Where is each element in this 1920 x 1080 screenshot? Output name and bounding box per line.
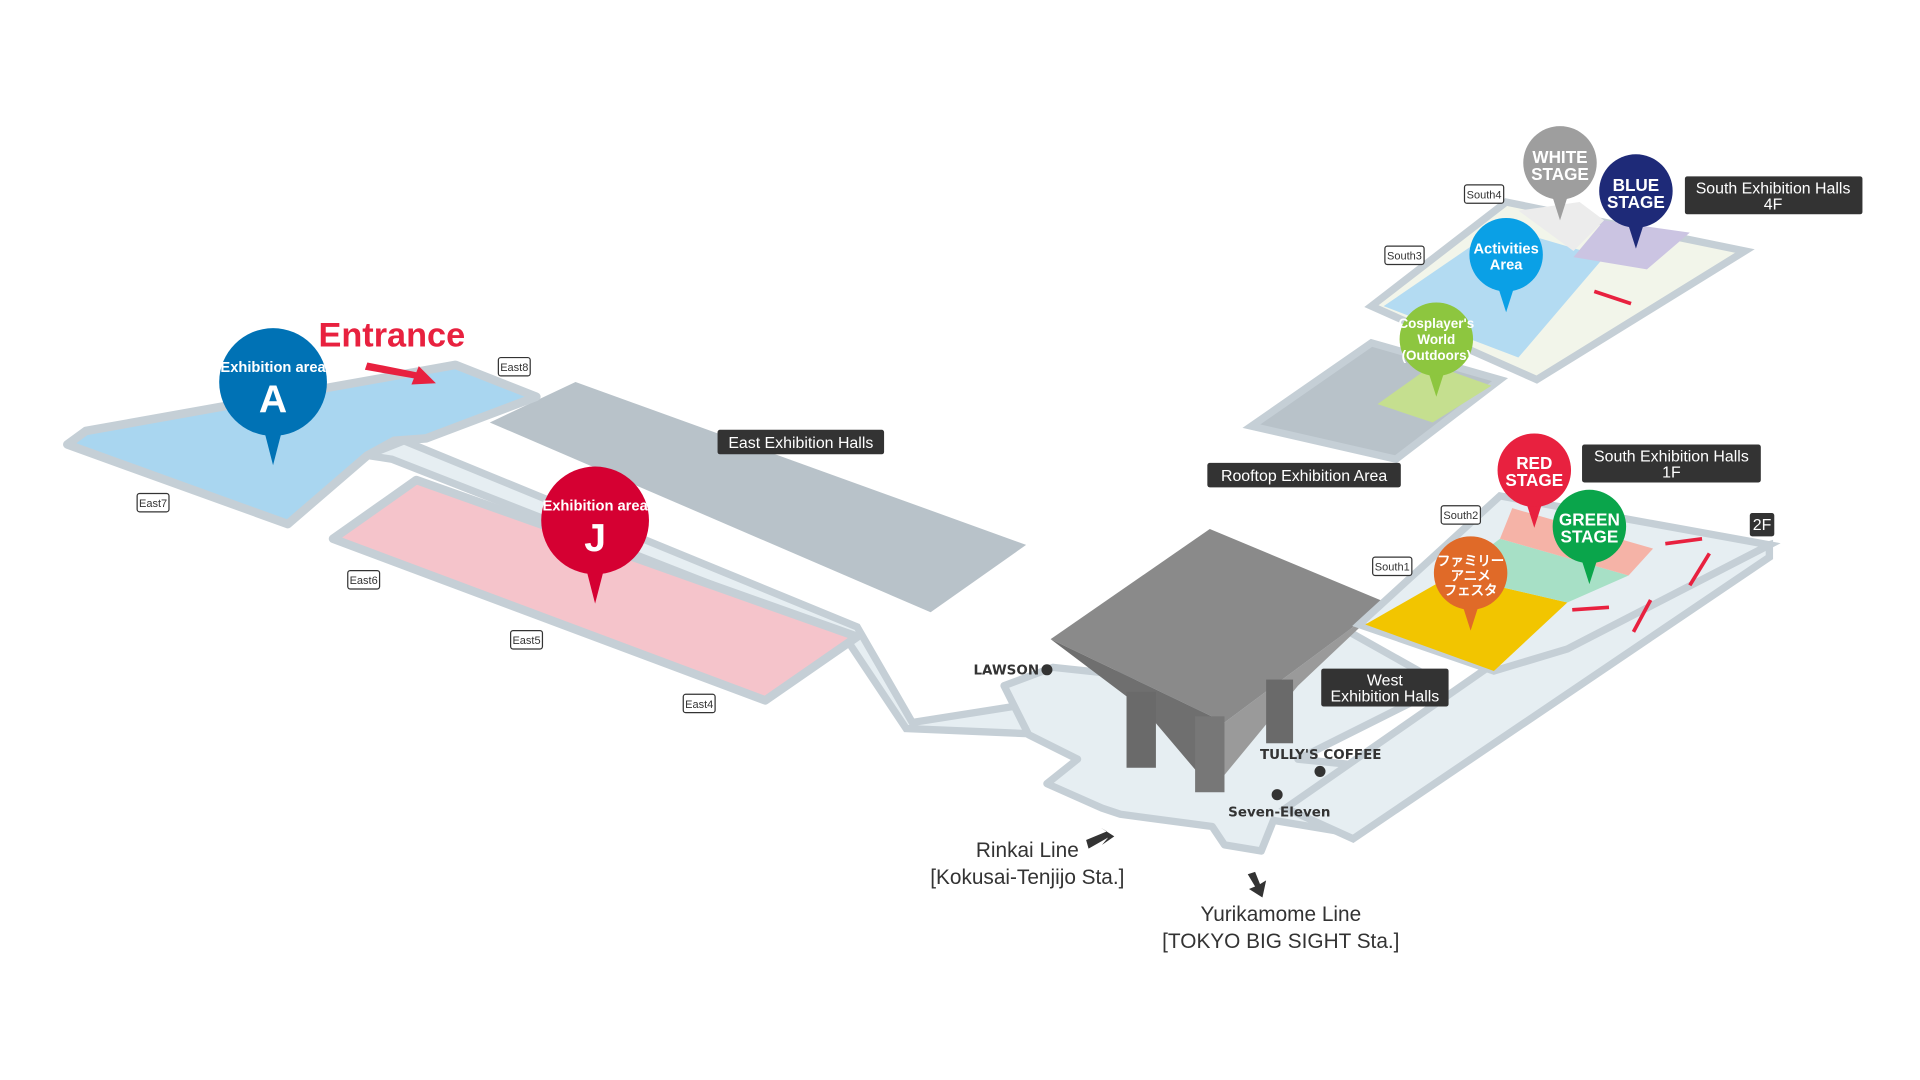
pin-letter: J	[584, 517, 606, 560]
pin-label: GREEN	[1559, 509, 1620, 529]
pin-label: (Outdoors)	[1402, 348, 1472, 363]
pin-label: STAGE	[1505, 470, 1563, 490]
pin-cosplayers-world[interactable]: Cosplayer's World (Outdoors)	[1398, 302, 1474, 397]
tag-south3: South3	[1387, 251, 1422, 263]
pin-label: WHITE	[1532, 147, 1587, 167]
pin-red-stage[interactable]: RED STAGE	[1497, 433, 1572, 528]
hall-label: East Exhibition Halls	[728, 435, 873, 452]
poi-tullys[interactable]: TULLY'S COFFEE	[1260, 748, 1381, 777]
poi-lawson[interactable]: LAWSON	[973, 664, 1053, 679]
poi-dot-icon	[1271, 789, 1283, 801]
pin-label: STAGE	[1607, 192, 1665, 212]
hall-tags	[136, 184, 1505, 714]
direction-arrows	[1572, 289, 1711, 633]
hall-label: South Exhibition Halls	[1594, 449, 1749, 466]
pin-label: STAGE	[1561, 526, 1619, 546]
station-name: Rinkai Line	[976, 839, 1079, 862]
pin-label: Activities	[1473, 241, 1538, 257]
poi-label: LAWSON	[973, 664, 1039, 679]
label-2f: 2F	[1749, 513, 1775, 537]
pin-label: World	[1417, 332, 1455, 347]
entrance-label: Entrance	[319, 317, 466, 355]
tag-south4: South4	[1467, 189, 1502, 201]
hall-label: 4F	[1764, 196, 1783, 213]
poi-dot-icon	[1314, 765, 1326, 777]
hall-label: West	[1367, 673, 1404, 690]
tag-east6: East6	[350, 575, 378, 587]
pillar	[1195, 716, 1225, 793]
label-east-halls[interactable]: East Exhibition Halls	[717, 429, 885, 455]
hall-label: South Exhibition Halls	[1696, 180, 1851, 197]
pin-green-stage[interactable]: GREEN STAGE	[1552, 489, 1627, 585]
station-name: [TOKYO BIG SIGHT Sta.]	[1162, 930, 1399, 953]
label-rooftop[interactable]: Rooftop Exhibition Area	[1207, 462, 1401, 488]
tag-east8: East8	[500, 362, 528, 374]
station-name: [Kokusai-Tenjijo Sta.]	[930, 866, 1124, 889]
big-sight-left	[1050, 639, 1225, 790]
hall-label: 1F	[1662, 465, 1681, 482]
area-cosplay[interactable]	[1377, 364, 1492, 423]
pin-label: Exhibition area	[220, 360, 326, 376]
pillar	[1126, 691, 1156, 768]
pin-blue-stage[interactable]: BLUE STAGE	[1599, 154, 1673, 249]
area-blue[interactable]	[1573, 220, 1690, 270]
pin-label: STAGE	[1531, 164, 1589, 184]
tag-east5: East5	[512, 635, 540, 647]
tag-south1: South1	[1375, 562, 1410, 574]
pin-area-j[interactable]: Exhibition area J	[541, 466, 649, 604]
tag-east7: East7	[139, 498, 167, 510]
hall-label: Exhibition Halls	[1331, 689, 1440, 706]
pin-label: アニメ	[1451, 568, 1491, 583]
area-white[interactable]	[1518, 202, 1605, 252]
east-hall-gray	[489, 382, 1027, 613]
poi-label: TULLY'S COFFEE	[1260, 748, 1381, 763]
area-family[interactable]	[1365, 575, 1568, 672]
pin-label: ファミリー	[1437, 554, 1504, 569]
station-name: Yurikamome Line	[1200, 903, 1361, 926]
arrow-icon	[1247, 871, 1267, 898]
pillar	[1266, 679, 1294, 744]
arrow-icon	[1086, 827, 1115, 849]
pin-label: RED	[1516, 453, 1552, 473]
pin-activities-area[interactable]: Activities Area	[1469, 217, 1543, 313]
pin-label: Area	[1490, 257, 1523, 273]
entrance-arrow-icon	[364, 362, 436, 385]
pin-label: BLUE	[1613, 175, 1660, 195]
poi-seven-eleven[interactable]: Seven-Eleven	[1228, 789, 1330, 821]
pin-label: Exhibition area	[542, 499, 648, 515]
pin-letter: A	[259, 379, 287, 422]
pin-white-stage[interactable]: WHITE STAGE	[1523, 126, 1597, 221]
pin-label: フェスタ	[1444, 583, 1498, 598]
pin-area-a[interactable]: Exhibition area A	[219, 328, 327, 466]
station-yurikamome[interactable]: Yurikamome Line [TOKYO BIG SIGHT Sta.]	[1162, 871, 1399, 953]
floor-label: 2F	[1753, 517, 1772, 534]
poi-label: Seven-Eleven	[1228, 806, 1330, 821]
pin-label: Cosplayer's	[1398, 316, 1474, 331]
pin-family-anime-festa[interactable]: ファミリー アニメ フェスタ	[1433, 536, 1508, 631]
tag-south2: South2	[1443, 510, 1478, 522]
hall-a[interactable]	[63, 360, 541, 529]
station-rinkai[interactable]: Rinkai Line [Kokusai-Tenjijo Sta.]	[930, 827, 1124, 889]
tag-east4: East4	[685, 699, 713, 711]
hall-label: Rooftop Exhibition Area	[1221, 468, 1387, 485]
poi-dot-icon	[1041, 664, 1053, 676]
big-sight-top[interactable]	[1050, 528, 1387, 723]
entrance-marker[interactable]: Entrance	[319, 317, 466, 385]
